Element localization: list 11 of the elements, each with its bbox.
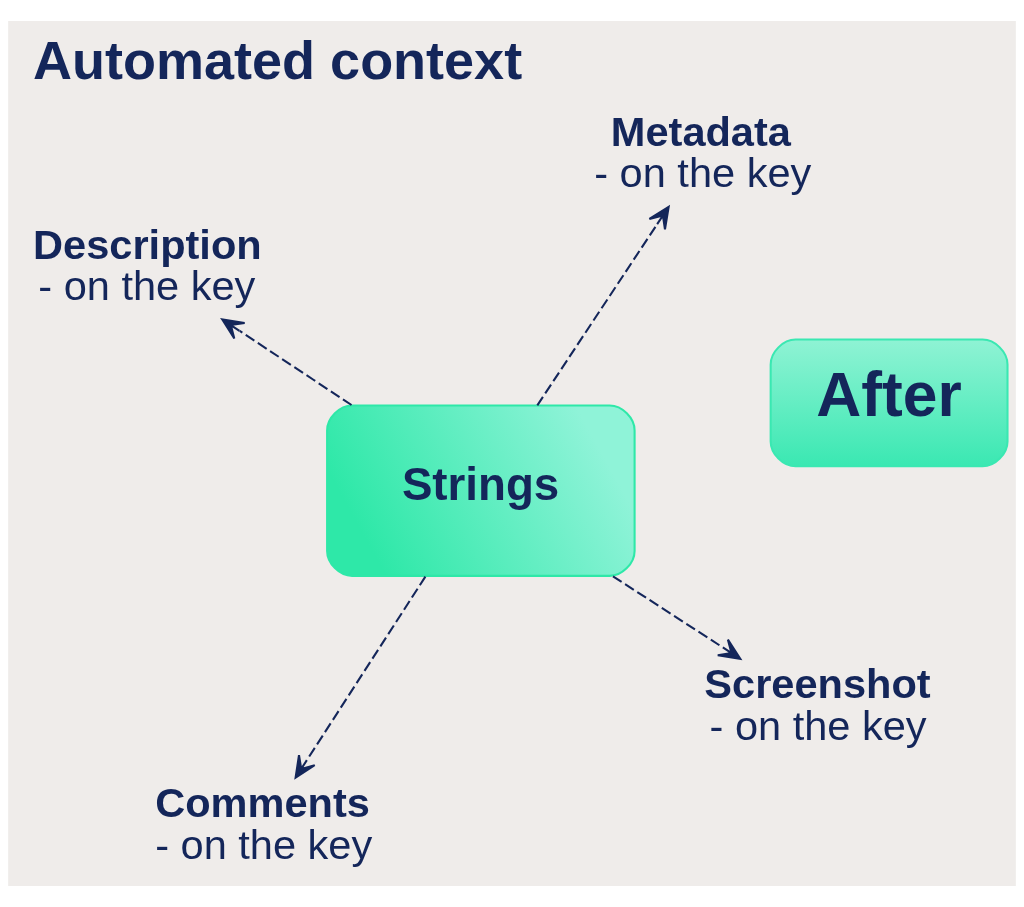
arrow xyxy=(294,576,427,779)
diagram-title: Automated context xyxy=(33,29,523,90)
node-text: Comments - on the key xyxy=(155,779,373,868)
arrow xyxy=(612,575,742,660)
node-text: Metadata - on the key xyxy=(594,107,812,197)
node-box: After xyxy=(769,338,1009,468)
arrow xyxy=(536,205,670,406)
node-text: Screenshot - on the key xyxy=(704,660,931,750)
arrow xyxy=(221,318,353,406)
node-box: Strings xyxy=(326,404,636,577)
node-text: Description - on the key xyxy=(33,220,262,310)
